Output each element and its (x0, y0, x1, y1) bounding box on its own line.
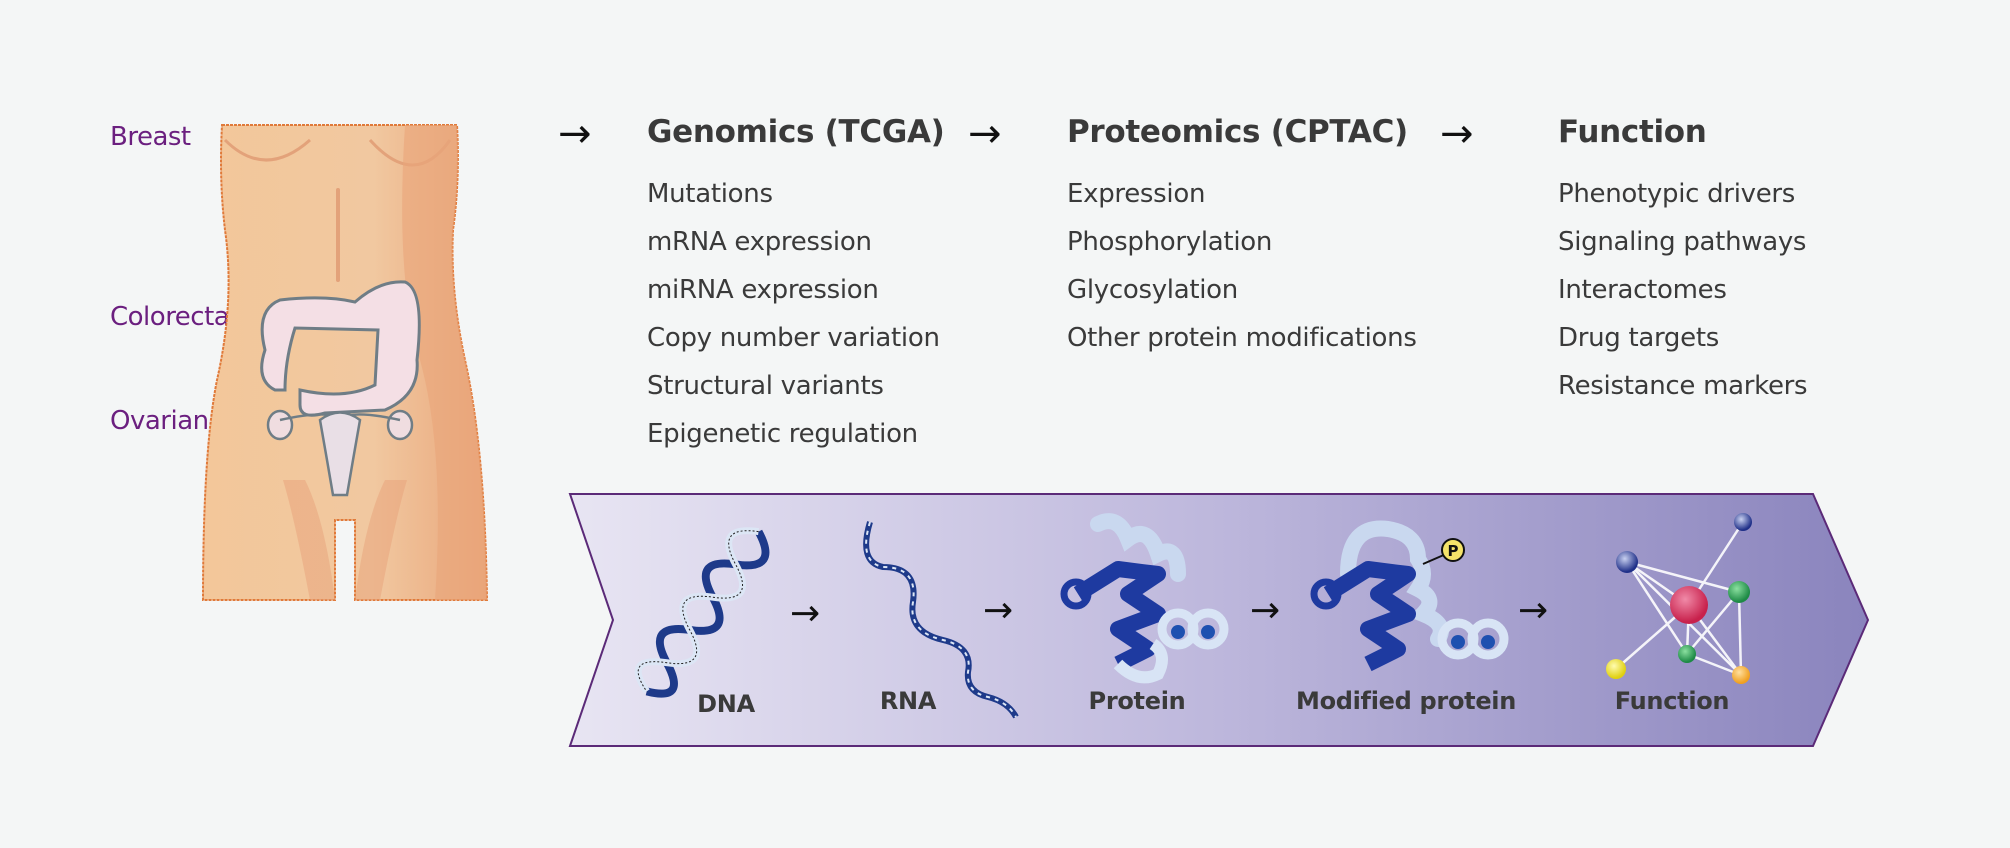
interaction-network-icon (1606, 513, 1752, 684)
proteomics-column: Proteomics (CPTAC) Expression Phosphoryl… (1067, 114, 1417, 362)
list-item: Drug targets (1558, 323, 1719, 353)
list-item: Glycosylation (1067, 275, 1238, 305)
column-title: Genomics (TCGA) (647, 114, 945, 150)
list-item: Mutations (647, 179, 773, 209)
arrow-right-icon: → (1250, 590, 1280, 631)
column-title: Function (1558, 114, 1707, 150)
phosphate-badge-label: P (1448, 542, 1459, 560)
modified-protein-icon: P (1310, 520, 1509, 672)
arrow-right-icon: → (790, 593, 820, 634)
stage-label-function: Function (1614, 687, 1730, 715)
dna-helix-icon (634, 527, 770, 698)
phosphate-badge-icon (1441, 538, 1465, 562)
proteomics-list: Expression Phosphorylation Glycosylation… (1067, 170, 1417, 362)
function-list: Phenotypic drivers Signaling pathways In… (1558, 170, 1808, 410)
list-item: Structural variants (647, 371, 884, 401)
list-item: Interactomes (1558, 275, 1727, 305)
organ-label-colorectal: Colorectal (110, 302, 236, 332)
list-item: Signaling pathways (1558, 227, 1807, 257)
genomics-column: Genomics (TCGA) Mutations mRNA expressio… (647, 114, 945, 458)
arrow-right-icon: → (968, 111, 1002, 157)
arrow-right-icon: → (1518, 590, 1548, 631)
genomics-list: Mutations mRNA expression miRNA expressi… (647, 170, 945, 458)
list-item: mRNA expression (647, 227, 872, 257)
list-item: Epigenetic regulation (647, 419, 918, 449)
list-item: Phosphorylation (1067, 227, 1273, 257)
list-item: Expression (1067, 179, 1206, 209)
list-item: Copy number variation (647, 323, 940, 353)
human-torso-illustration (201, 124, 489, 601)
column-title: Proteomics (CPTAC) (1067, 114, 1408, 150)
pipeline-chevron-band: → → → P → (568, 493, 1870, 747)
list-item: Other protein modifications (1067, 323, 1417, 353)
organ-label-ovarian: Ovarian (110, 406, 209, 436)
arrow-right-icon: → (558, 111, 592, 157)
stage-label-dna: DNA (697, 690, 755, 718)
arrow-right-icon: → (1440, 111, 1474, 157)
stage-label-rna: RNA (879, 687, 937, 715)
list-item: Resistance markers (1558, 371, 1808, 401)
organ-label-breast: Breast (110, 122, 191, 152)
rna-strand-icon (863, 521, 1019, 719)
function-column: Function Phenotypic drivers Signaling pa… (1558, 114, 1808, 410)
stage-label-modified-protein: Modified protein (1295, 687, 1517, 715)
stage-label-protein: Protein (1088, 687, 1186, 715)
arrow-right-icon: → (983, 590, 1013, 631)
list-item: Phenotypic drivers (1558, 179, 1796, 209)
protein-structure-icon (1060, 513, 1229, 684)
list-item: miRNA expression (647, 275, 879, 305)
